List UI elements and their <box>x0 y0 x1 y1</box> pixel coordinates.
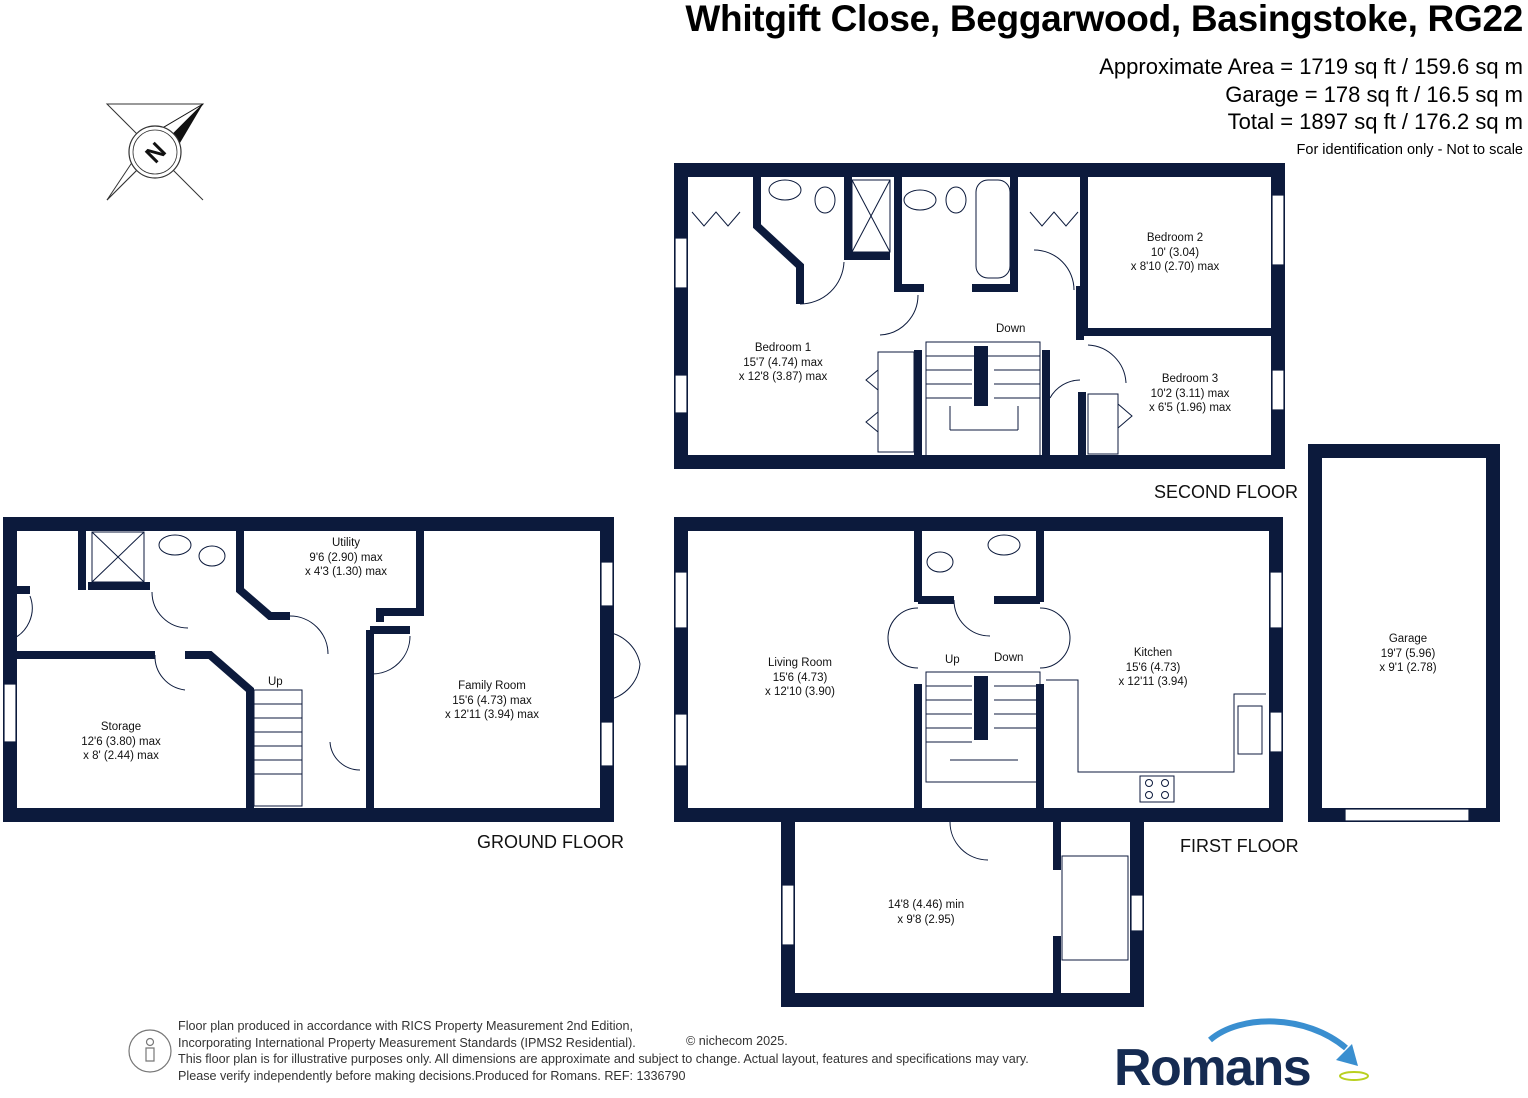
floor-label-second: SECOND FLOOR <box>1154 482 1299 502</box>
first-floor-stair-treads <box>926 685 1040 761</box>
compass-north-icon: N <box>105 103 205 201</box>
ground-floor-stair-treads <box>254 703 302 775</box>
ground-floor-outline <box>3 517 614 822</box>
garage-area: Garage = 178 sq ft / 16.5 sq m <box>1225 82 1523 107</box>
person-badge-icon <box>128 1029 172 1073</box>
romans-logo-swoosh <box>1208 1018 1369 1081</box>
scale-note: For identification only - Not to scale <box>1296 142 1523 158</box>
romans-logo: Romans <box>1114 1039 1312 1097</box>
stair-label-second-down: Down <box>996 323 1026 335</box>
footer-disclaimer: Floor plan produced in accordance with R… <box>178 1019 1029 1083</box>
second-floor-outline <box>674 163 1285 469</box>
stair-label-first-down: Down <box>994 652 1024 664</box>
stair-label-first-up: Up <box>945 654 960 666</box>
footer-copyright: © nichecom 2025. <box>686 1034 788 1048</box>
page-title: Whitgift Close, Beggarwood, Basingstoke,… <box>685 0 1523 39</box>
floor-label-first: FIRST FLOOR <box>1180 836 1299 856</box>
stair-label-ground-up: Up <box>268 676 283 688</box>
approx-area: Approximate Area = 1719 sq ft / 159.6 sq… <box>1099 54 1523 79</box>
total-area: Total = 1897 sq ft / 176.2 sq m <box>1227 109 1523 134</box>
floor-label-ground: GROUND FLOOR <box>477 832 625 852</box>
first-floor-outline <box>674 517 1283 822</box>
second-floor-stair-treads <box>926 355 1040 431</box>
